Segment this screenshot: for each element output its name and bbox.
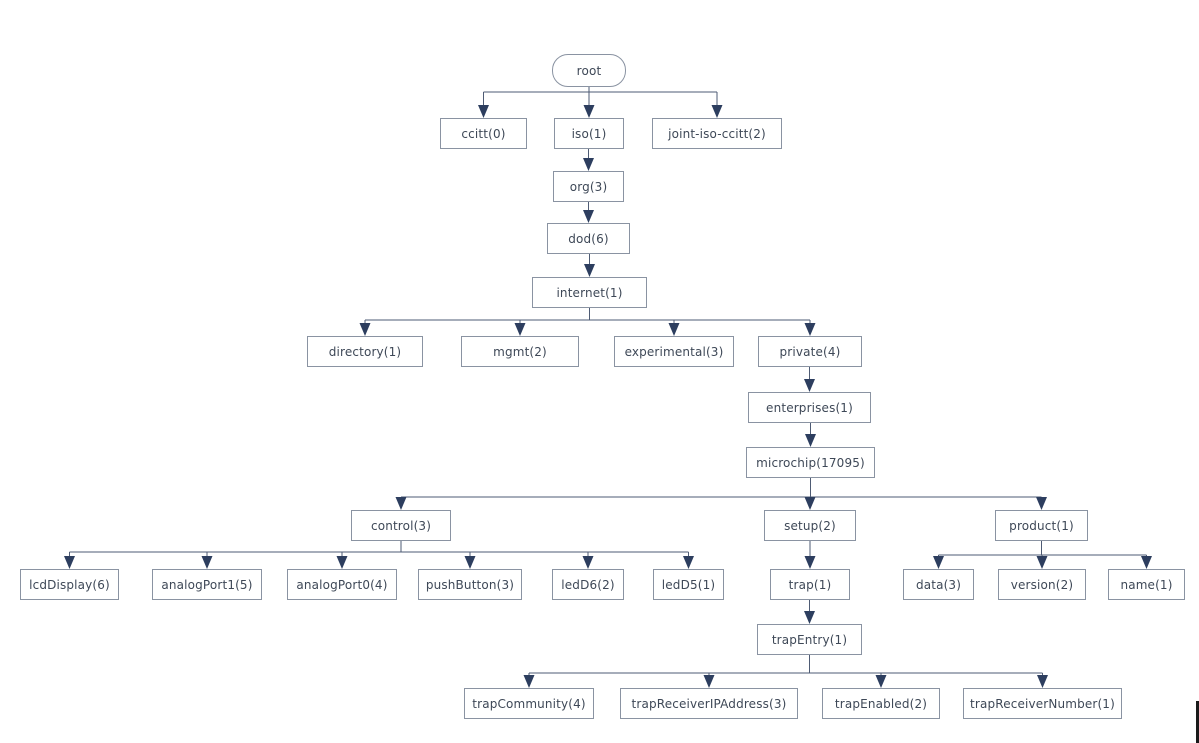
tree-node-private: private(4) (758, 336, 862, 367)
tree-node-trap-entry: trapEntry(1) (757, 624, 862, 655)
tree-node-mgmt: mgmt(2) (461, 336, 579, 367)
tree-node-control: control(3) (351, 510, 451, 541)
tree-node-push-button: pushButton(3) (418, 569, 522, 600)
tree-node-analog-port0: analogPort0(4) (287, 569, 397, 600)
tree-node-iso: iso(1) (554, 118, 624, 149)
tree-node-setup: setup(2) (764, 510, 856, 541)
tree-node-org: org(3) (553, 171, 624, 202)
tree-node-dod: dod(6) (547, 223, 630, 254)
tree-node-microchip: microchip(17095) (746, 447, 875, 478)
tree-node-ccitt: ccitt(0) (440, 118, 527, 149)
tree-node-lcd-display: lcdDisplay(6) (20, 569, 119, 600)
tree-node-directory: directory(1) (307, 336, 423, 367)
tree-node-analog-port1: analogPort1(5) (152, 569, 262, 600)
tree-node-experimental: experimental(3) (614, 336, 734, 367)
tree-node-led-d6: ledD6(2) (552, 569, 624, 600)
tree-node-trap: trap(1) (770, 569, 850, 600)
tree-node-joint-iso-ccitt: joint-iso-ccitt(2) (652, 118, 782, 149)
tree-node-name: name(1) (1108, 569, 1185, 600)
tree-node-internet: internet(1) (532, 277, 647, 308)
screen-edge-artifact (1196, 701, 1199, 743)
tree-node-version: version(2) (998, 569, 1086, 600)
tree-node-trap-receiver-number: trapReceiverNumber(1) (963, 688, 1122, 719)
tree-node-root: root (552, 54, 626, 87)
tree-node-led-d5: ledD5(1) (653, 569, 724, 600)
tree-node-trap-enabled: trapEnabled(2) (822, 688, 940, 719)
tree-node-data: data(3) (903, 569, 974, 600)
tree-node-trap-community: trapCommunity(4) (464, 688, 594, 719)
tree-node-product: product(1) (995, 510, 1088, 541)
tree-node-trap-receiver-i-p-address: trapReceiverIPAddress(3) (620, 688, 798, 719)
tree-node-enterprises: enterprises(1) (748, 392, 871, 423)
